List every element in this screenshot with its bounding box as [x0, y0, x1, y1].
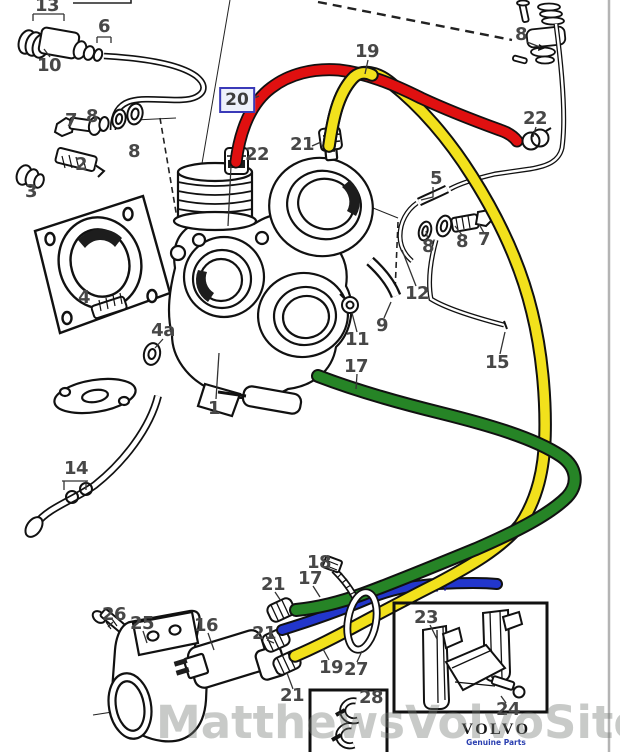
vacuum-pipe-6 — [103, 52, 207, 131]
highlighted-callout[interactable]: 20 — [219, 87, 255, 113]
elbow-12 — [397, 200, 419, 263]
gasket — [53, 377, 137, 415]
banjo-parts-right — [417, 208, 495, 242]
seal-4a — [142, 342, 162, 366]
clamp-22-right — [521, 127, 552, 151]
stud-4 — [90, 292, 128, 320]
plug-3 — [15, 164, 45, 189]
yellow-hose-overlap — [322, 66, 379, 153]
banjo-parts-left — [53, 102, 144, 138]
volvo-logo-brand: VOLVO — [461, 721, 531, 738]
bracket-23-24 — [421, 608, 526, 710]
pipe-15 — [427, 239, 508, 330]
exhaust-flange — [33, 194, 172, 335]
clamp-11 — [339, 293, 359, 314]
oil-return-hose-14 — [24, 394, 162, 538]
red-hose — [229, 63, 524, 169]
check-valve-10 — [17, 26, 104, 62]
clips-28 — [331, 697, 360, 750]
volvo-logo: VOLVO Genuine Parts — [456, 721, 536, 748]
volvo-logo-tagline: Genuine Parts — [466, 738, 526, 747]
turbocharger-drawing — [167, 128, 374, 418]
bolt-2 — [54, 147, 106, 178]
solenoid-valve-16 — [173, 629, 288, 689]
hose-9 — [366, 256, 402, 299]
inset-box-23 — [392, 601, 549, 714]
hose-clamps-21 — [261, 597, 302, 676]
bracket-25 — [107, 609, 210, 743]
hose-5 — [416, 184, 450, 207]
screw-26 — [91, 608, 127, 634]
leader-lines — [32, 13, 541, 704]
inset-box-28 — [308, 688, 389, 752]
